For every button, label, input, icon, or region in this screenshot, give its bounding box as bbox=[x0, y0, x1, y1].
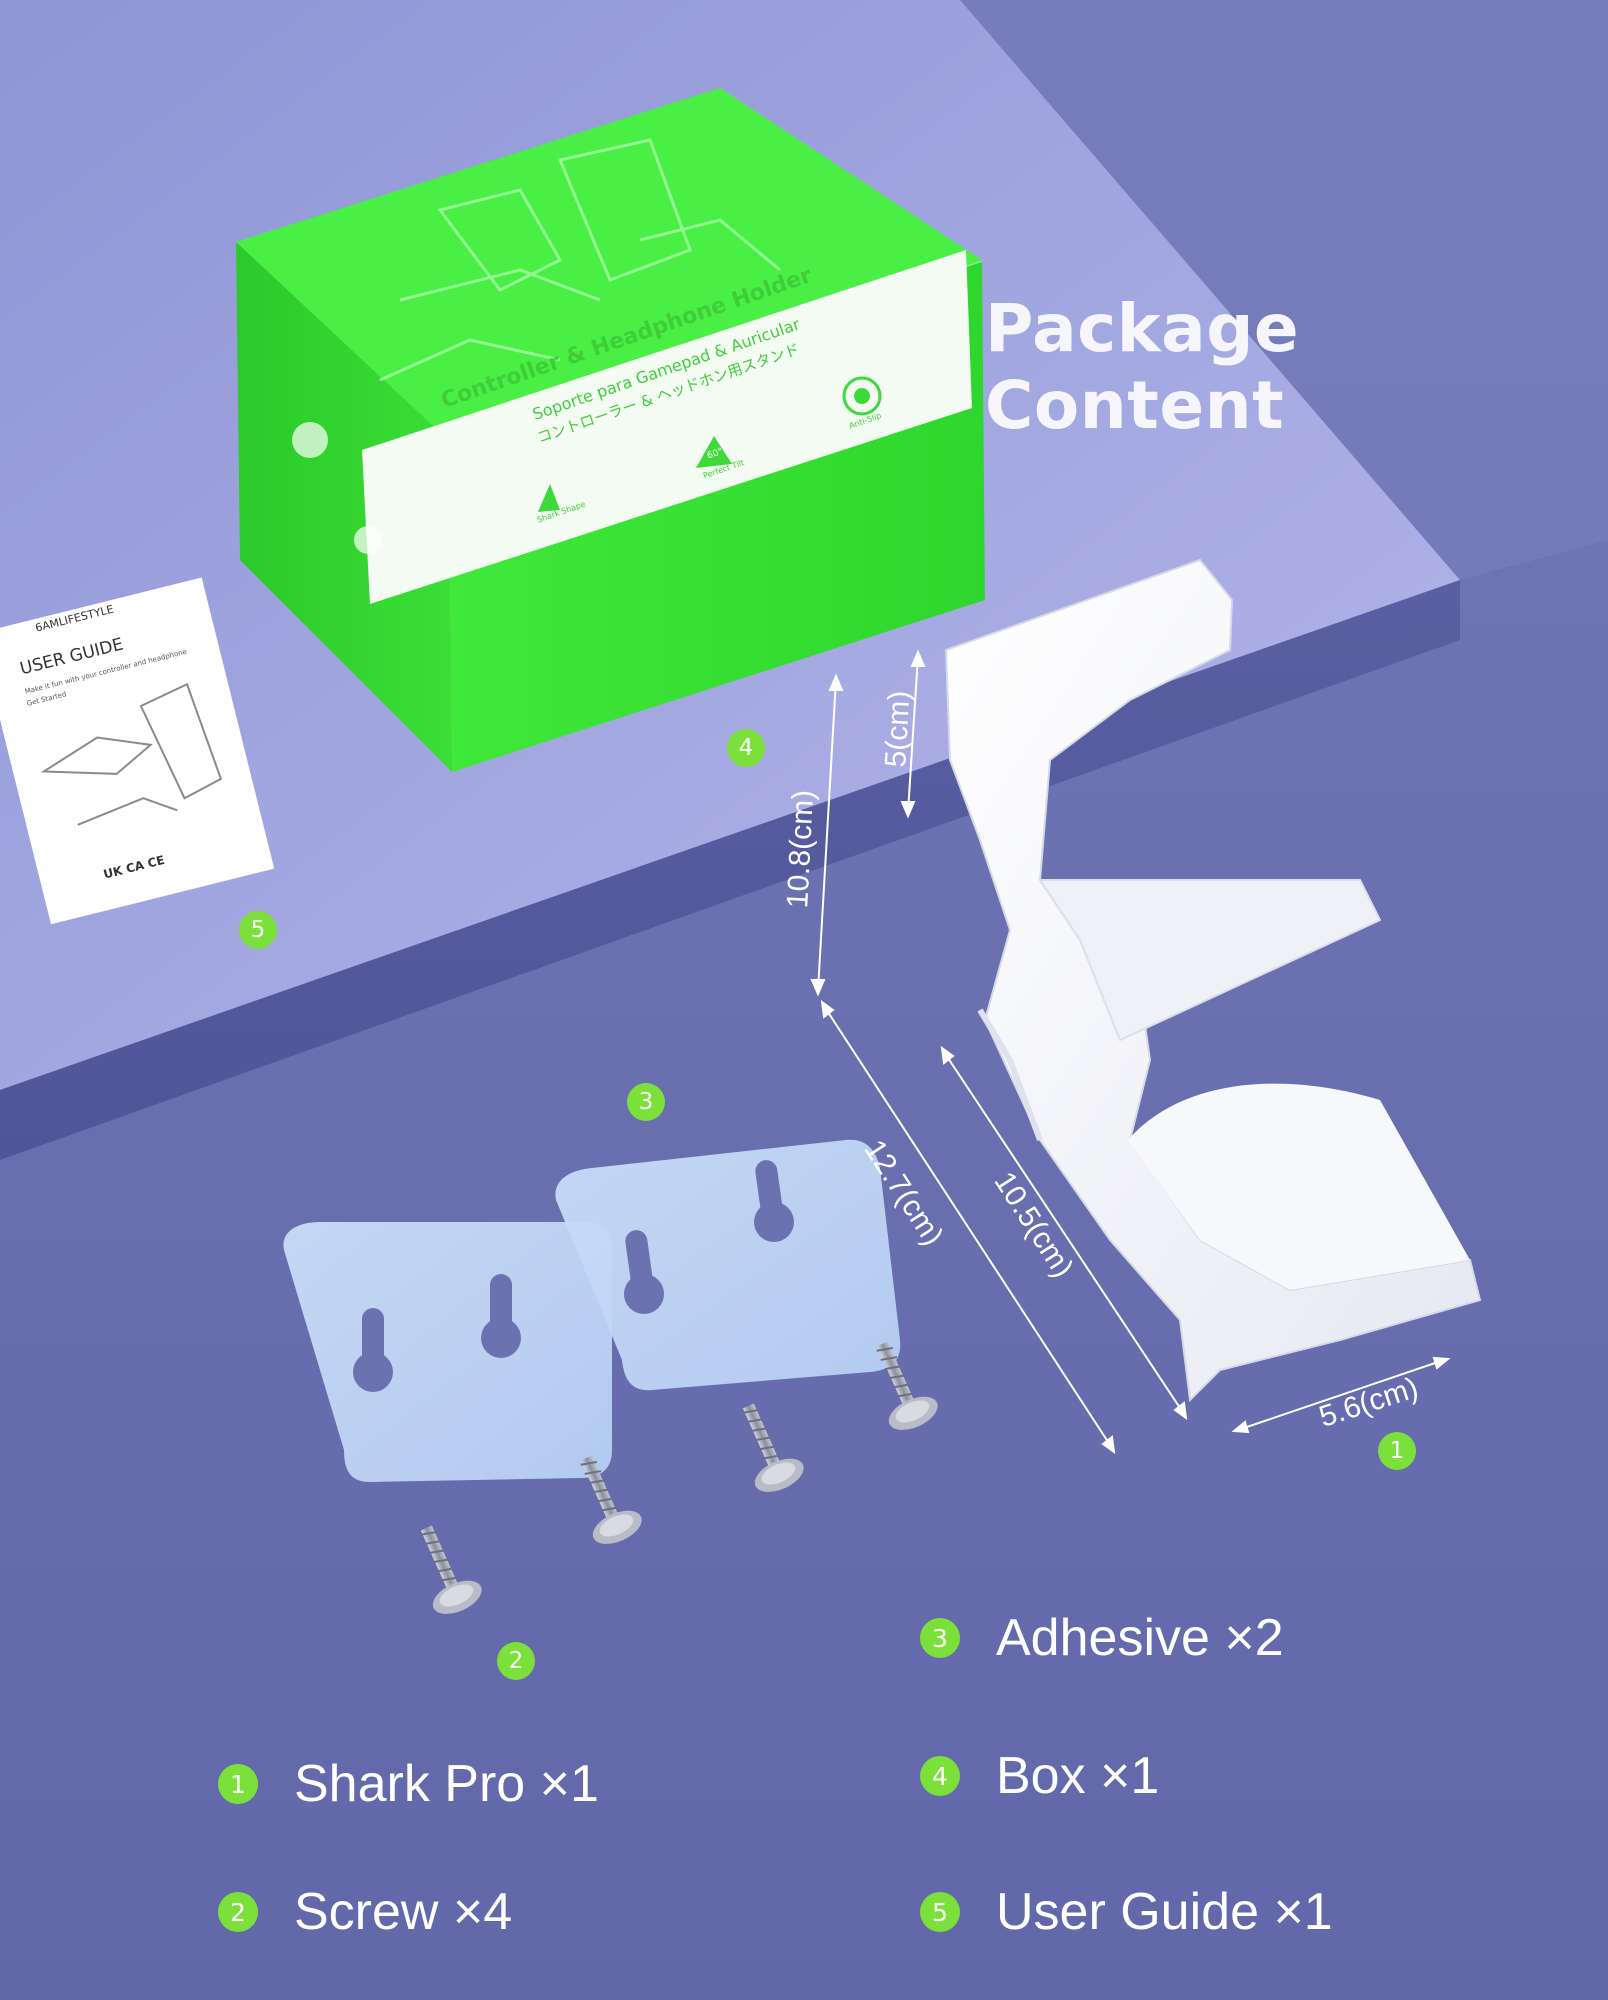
user-guide-sheet bbox=[0, 577, 275, 925]
dimension-lines bbox=[810, 649, 1451, 1455]
legend-label: Screw ×4 bbox=[294, 1883, 513, 1941]
adhesive-plates bbox=[283, 1139, 901, 1482]
legend-item-5: 5 User Guide ×1 bbox=[920, 1882, 1333, 1942]
legend-item-4: 4 Box ×1 bbox=[920, 1746, 1159, 1806]
page-title: Package Content bbox=[985, 290, 1300, 444]
legend-number: 2 bbox=[218, 1892, 258, 1932]
legend-number: 1 bbox=[218, 1764, 258, 1804]
legend-number: 4 bbox=[920, 1756, 960, 1796]
dim-height-top: 5(cm) bbox=[879, 689, 917, 769]
dim-height-total: 10.8(cm) bbox=[781, 789, 821, 909]
marker-guide: 5 bbox=[239, 911, 277, 949]
legend-label: Shark Pro ×1 bbox=[294, 1755, 599, 1813]
shark-pro-stand bbox=[944, 558, 1482, 1403]
legend-label: Box ×1 bbox=[996, 1747, 1160, 1805]
legend-label: User Guide ×1 bbox=[996, 1883, 1333, 1941]
legend-number: 5 bbox=[920, 1892, 960, 1932]
legend-item-3: 3 Adhesive ×2 bbox=[920, 1608, 1284, 1668]
screws bbox=[420, 1341, 938, 1614]
legend-number: 3 bbox=[920, 1618, 960, 1658]
marker-adhesive: 3 bbox=[627, 1083, 665, 1121]
product-box bbox=[236, 88, 985, 772]
legend-label: Adhesive ×2 bbox=[996, 1609, 1284, 1667]
marker-box: 4 bbox=[727, 729, 765, 767]
legend-item-1: 1 Shark Pro ×1 bbox=[218, 1754, 599, 1814]
marker-screws: 2 bbox=[497, 1642, 535, 1680]
legend-item-2: 2 Screw ×4 bbox=[218, 1882, 512, 1942]
marker-stand: 1 bbox=[1378, 1432, 1416, 1470]
